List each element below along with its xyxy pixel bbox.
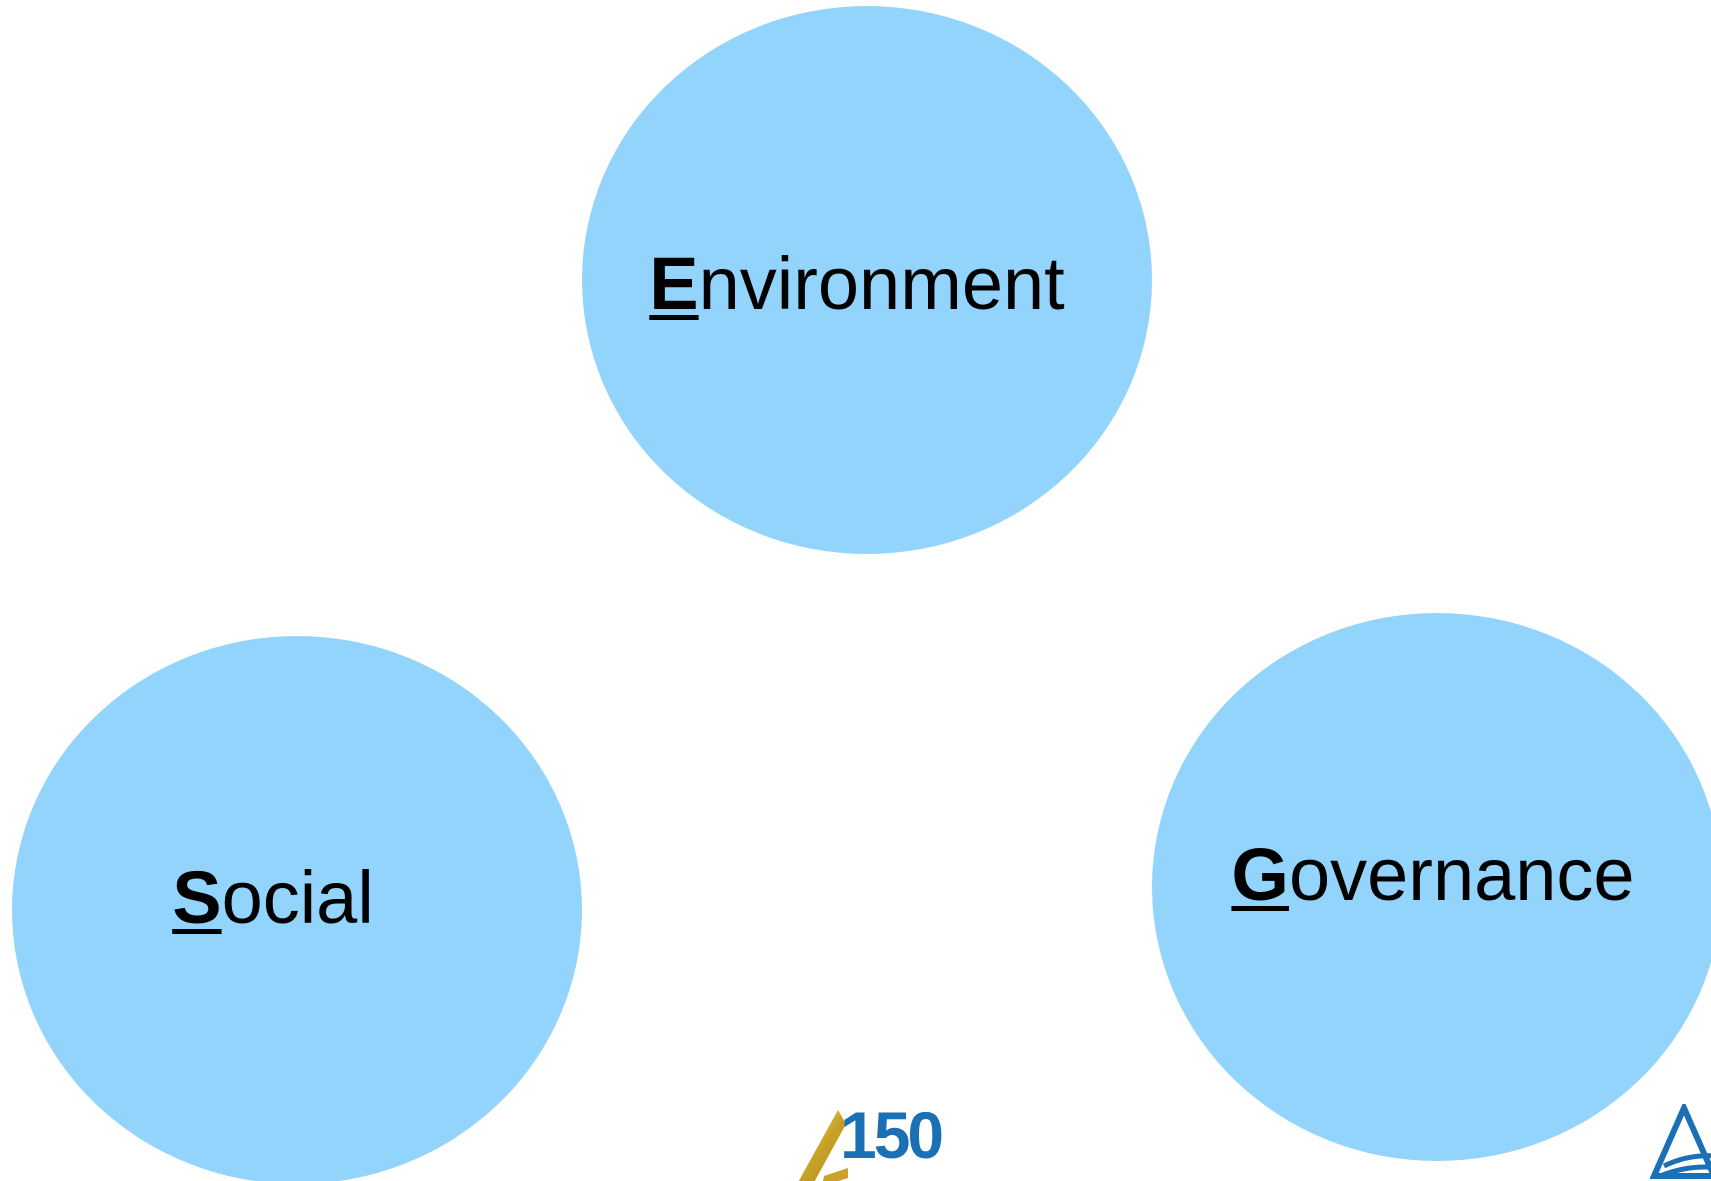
social-circle: Social — [12, 636, 582, 1181]
corner-logo — [1649, 1100, 1711, 1181]
social-label: Social — [172, 861, 374, 935]
governance-initial: G — [1231, 833, 1289, 916]
environment-label: Environment — [649, 247, 1064, 321]
anniversary-150-logo: 150 — [792, 1102, 962, 1181]
social-initial: S — [172, 856, 222, 939]
governance-label: Governance — [1231, 838, 1634, 912]
environment-circle: Environment — [582, 6, 1152, 554]
triangle-logo-icon — [798, 1110, 848, 1181]
triangle-logo-icon — [1649, 1100, 1711, 1179]
governance-circle: Governance — [1152, 613, 1711, 1161]
environment-rest: nvironment — [698, 242, 1065, 325]
environment-initial: E — [649, 242, 699, 325]
governance-rest: overnance — [1288, 833, 1635, 916]
social-rest: ocial — [221, 856, 374, 939]
anniversary-number: 150 — [840, 1098, 944, 1172]
